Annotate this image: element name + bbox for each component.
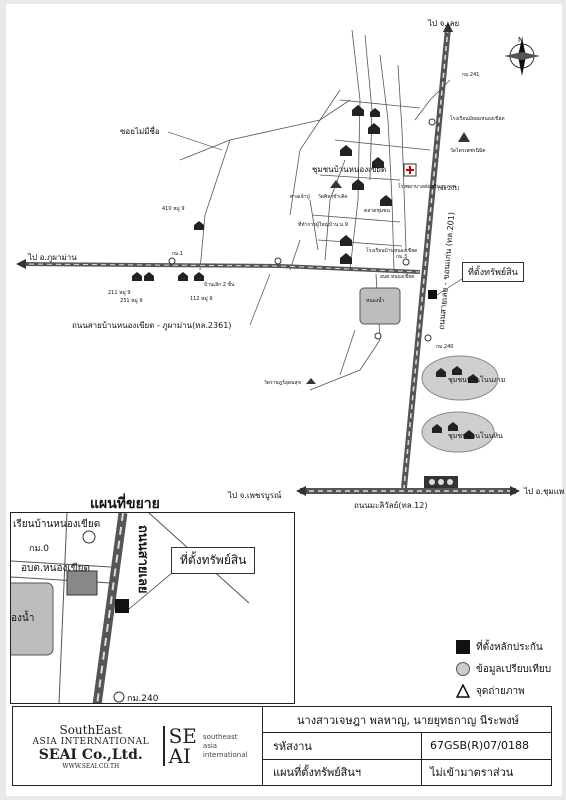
company-web: WWW.SEAI.CO.TH <box>62 762 120 770</box>
inset-label-pond: องน้ำ <box>11 610 34 624</box>
legend-item: ข้อมูลเปรียบเทียบ <box>456 658 551 680</box>
north-label: N <box>518 36 523 44</box>
temple-center-icon <box>330 180 342 188</box>
label-school-nong-khiat: โรงเรียนมัธยมหนองเขียด <box>450 115 505 122</box>
traffic-light-icon <box>424 476 458 488</box>
label-to-loei: ไป จ.เลย <box>427 19 459 28</box>
label-community-noen-ngam: ชุมชนบ้านโนนงาม <box>448 375 505 384</box>
company-logo: SE AI southeast asia international <box>162 724 262 768</box>
code-value: 67GSB(R)07/0188 <box>421 733 551 759</box>
company-block: SouthEast ASIA INTERNATIONAL SEAI Co.,Lt… <box>13 707 263 785</box>
code-row: รหัสงาน 67GSB(R)07/0188 <box>263 733 551 760</box>
legend-item: จุดถ่ายภาพ <box>456 680 551 702</box>
company-name: SouthEast ASIA INTERNATIONAL SEAI Co.,Lt… <box>27 723 155 770</box>
label-house-211: 211 หมู่ 9 <box>108 290 131 296</box>
label-to-phu-pha-man: ไป อ.ภูผาม่าน <box>27 253 77 263</box>
inset-map-drawing: เรียนบ้านหนองเขียด กม.0 อบต.หนองเขียด อง… <box>11 513 250 704</box>
triangle-icon <box>456 684 470 698</box>
logo-top: SE <box>168 724 197 748</box>
inset-label-school: เรียนบ้านหนองเขียด <box>13 518 100 530</box>
hospital-icon <box>403 163 417 177</box>
label-community-center: ชุมชนบ้านหนองเขียด <box>312 165 386 174</box>
inset-title: แผนที่ขยาย <box>90 496 160 512</box>
inset-map: เรียนบ้านหนองเขียด กม.0 อบต.หนองเขียด อง… <box>10 512 295 704</box>
legend-label: จุดถ่ายภาพ <box>476 685 525 697</box>
label-house-231: 231 หมู่ 9 <box>120 298 143 304</box>
label-to-phetchabun: ไป จ.เพชรบูรณ์ <box>227 490 282 501</box>
label-temple-south: วัดราษฎร์อุดมสุข <box>264 379 301 386</box>
temple-south-icon <box>306 378 316 384</box>
inset-label-km-240: กม.240 <box>127 694 159 704</box>
doc-label: แผนที่ตั้งทรัพย์สินฯ <box>273 766 362 780</box>
road-2361 <box>16 259 421 274</box>
label-house-two-storey: บ้านเลิก 2 ชั้น <box>204 279 235 288</box>
label-road-2361: ถนนสายบ้านหนองเขียด - ภูผาม่าน(ทล.2361) <box>72 321 231 331</box>
label-km-3: กม.3 <box>396 254 407 260</box>
label-route-201-marker: (ทล.201) <box>438 186 459 192</box>
local-road-network <box>179 29 451 391</box>
label-temple-pa-phet: วัดไตรเพชรนิมิต <box>450 147 486 154</box>
property-marker <box>428 290 437 299</box>
highway-201 <box>401 27 451 489</box>
inset-property-callout: ที่ตั้งทรัพย์สิน <box>171 547 256 574</box>
label-house-410: 410 หมู่ 9 <box>162 206 185 212</box>
label-soi-no-name: ซอยไม่มีชื่อ <box>120 125 160 136</box>
legend-label: ข้อมูลเปรียบเทียบ <box>476 663 552 675</box>
black-square-icon <box>456 640 470 654</box>
owner-name: นางสาวเจษฎา พลหาญ, นายยุทธกาญ นีระพงษ์ <box>297 713 519 727</box>
label-pond: หนองน้ำ <box>366 295 385 304</box>
label-shrine: ศาลเจ้าปู่ <box>290 193 310 200</box>
doc-row: แผนที่ตั้งทรัพย์สินฯ ไม่เข้ามาตราส่วน <box>263 759 551 785</box>
house-icons <box>132 105 478 439</box>
label-km-241: กม.241 <box>462 72 479 78</box>
inset-label-km-0: กม.0 <box>29 544 49 554</box>
pond-main <box>359 287 401 325</box>
label-house-112: 112 หมู่ 9 <box>190 296 213 302</box>
grey-circle-icon <box>456 662 470 676</box>
property-callout: ที่ตั้งทรัพย์สิน <box>462 262 524 282</box>
logo-sub2: asia international <box>202 741 248 759</box>
label-market: ตลาดชุมชน <box>364 208 390 214</box>
label-school-village: โรงเรียนบ้านหนองเขียด <box>366 247 417 254</box>
title-info: นางสาวเจษฎา พลหาญ, นายยุทธกาญ นีระพงษ์ ร… <box>263 707 551 785</box>
north-arrow-icon <box>504 38 540 76</box>
scale-note: ไม่เข้ามาตราส่วน <box>421 759 551 785</box>
owner-row: นางสาวเจษฎา พลหาญ, นายยุทธกาญ นีระพงษ์ <box>263 707 551 734</box>
legend: ที่ตั้งหลักประกัน ข้อมูลเปรียบเทียบ จุดถ… <box>456 636 551 702</box>
label-temple-center: วัดศิลาชำเคิด <box>318 193 348 200</box>
community-noen-ngam-area <box>421 355 499 401</box>
community-noen-hin-area <box>421 411 495 453</box>
label-km-1: กม.1 <box>172 251 183 257</box>
inset-label-obt: อบต.หนองเขียด <box>21 562 90 574</box>
label-to-chum-phae: ไป อ.ชุมแพ <box>523 487 564 496</box>
code-label: รหัสงาน <box>273 739 312 753</box>
legend-label: ที่ตั้งหลักประกัน <box>476 641 543 653</box>
label-road-201: ถนนสายเลย - ขอนแก่น (ทล.201) <box>437 212 456 330</box>
company-line1: SouthEast <box>59 722 123 737</box>
company-line3: SEAI Co.,Ltd. <box>38 746 143 763</box>
legend-item: ที่ตั้งหลักประกัน <box>456 636 551 658</box>
label-road-12: ถนนมะลิวัลย์(ทล.12) <box>354 500 427 510</box>
highway-12 <box>296 22 520 496</box>
label-village-office: ที่ทำการผู้ใหญ่บ้าน ม.9 <box>298 221 348 228</box>
temple-icon <box>458 132 470 142</box>
label-km-240: กม.240 <box>436 344 453 350</box>
label-obt: อบต.หนองเขียด <box>380 273 414 280</box>
label-hospital: โรงพยาบาลส่งเสริมสุขภาพ <box>398 183 456 190</box>
title-block: SouthEast ASIA INTERNATIONAL SEAI Co.,Lt… <box>12 706 552 786</box>
logo-sub1: southeast <box>202 732 238 741</box>
label-community-noen-hin: ชุมชนบ้านโนนหิน <box>448 431 503 440</box>
inset-label-road: ถนนสายเลย <box>135 525 150 594</box>
company-line2: ASIA INTERNATIONAL <box>32 736 150 747</box>
km-markers <box>168 118 436 342</box>
logo-bottom: AI <box>168 744 191 768</box>
